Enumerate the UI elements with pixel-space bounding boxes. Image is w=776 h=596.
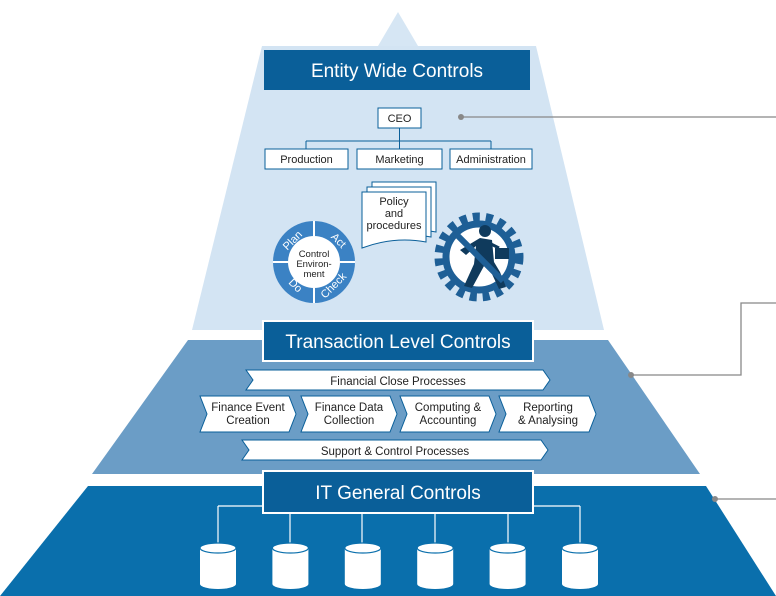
transaction-level-title-box xyxy=(262,320,534,362)
process-step-line2: & Analysing xyxy=(518,415,578,427)
department-box xyxy=(356,148,443,170)
process-steps: Finance Event Creation Finance Data Coll… xyxy=(199,395,597,433)
process-step: Finance Event Creation xyxy=(199,395,297,433)
department-label-production: Production xyxy=(280,154,333,166)
database-icon xyxy=(561,542,599,589)
database-icons xyxy=(199,542,599,589)
financial-close-band: Financial Close Processes xyxy=(245,369,551,391)
process-step-line1: Computing & xyxy=(415,402,482,414)
process-step-line2: Creation xyxy=(226,415,269,427)
department-label-marketing: Marketing xyxy=(375,154,423,166)
database-icon xyxy=(489,542,527,589)
process-step-line1: Finance Data xyxy=(315,402,384,414)
process-step: Reporting & Analysing xyxy=(498,395,597,433)
process-step-line2: Collection xyxy=(324,415,375,427)
database-icon xyxy=(416,542,454,589)
cycle-center-line-3: ment xyxy=(303,269,324,280)
process-step-line2: Accounting xyxy=(420,415,477,427)
process-step-line1: Finance Event xyxy=(211,402,285,414)
department-box xyxy=(449,148,533,170)
financial-close-label: Financial Close Processes xyxy=(330,376,466,388)
entity-wide-title-box xyxy=(264,50,530,90)
database-icon xyxy=(199,542,237,589)
support-control-label: Support & Control Processes xyxy=(321,446,470,458)
cycle-center-line-2: Environ- xyxy=(296,259,331,270)
policy-document-icon: Policy and procedures xyxy=(361,181,437,249)
pdca-cycle-icon: Control Environ- ment Plan Act Check Do xyxy=(273,221,355,303)
it-general-title: IT General Controls xyxy=(315,483,480,504)
database-icon xyxy=(271,542,309,589)
policy-line-3: procedures xyxy=(366,220,422,232)
it-general-title-box xyxy=(262,470,534,514)
process-step: Finance Data Collection xyxy=(300,395,398,433)
department-box xyxy=(264,148,349,170)
connector-middle xyxy=(628,302,776,378)
support-control-band: Support & Control Processes xyxy=(241,439,549,461)
ceo-label: CEO xyxy=(388,113,412,125)
database-icon xyxy=(344,542,382,589)
department-label-administration: Administration xyxy=(456,154,526,166)
connector-top xyxy=(458,114,776,120)
policy-line-2: and xyxy=(385,208,403,220)
org-chart: CEO Production Marketing Administration xyxy=(264,107,533,170)
policy-line-1: Policy xyxy=(379,196,409,208)
database-tree xyxy=(217,505,581,548)
transaction-level-title: Transaction Level Controls xyxy=(285,332,510,353)
process-step-line1: Reporting xyxy=(523,402,573,414)
businessman-gear-icon xyxy=(434,212,524,302)
cycle-center-line-1: Control xyxy=(299,249,330,260)
entity-wide-title: Entity Wide Controls xyxy=(311,61,483,82)
process-step: Computing & Accounting xyxy=(399,395,497,433)
pyramid-apex xyxy=(378,12,418,46)
connector-bottom xyxy=(712,496,776,502)
